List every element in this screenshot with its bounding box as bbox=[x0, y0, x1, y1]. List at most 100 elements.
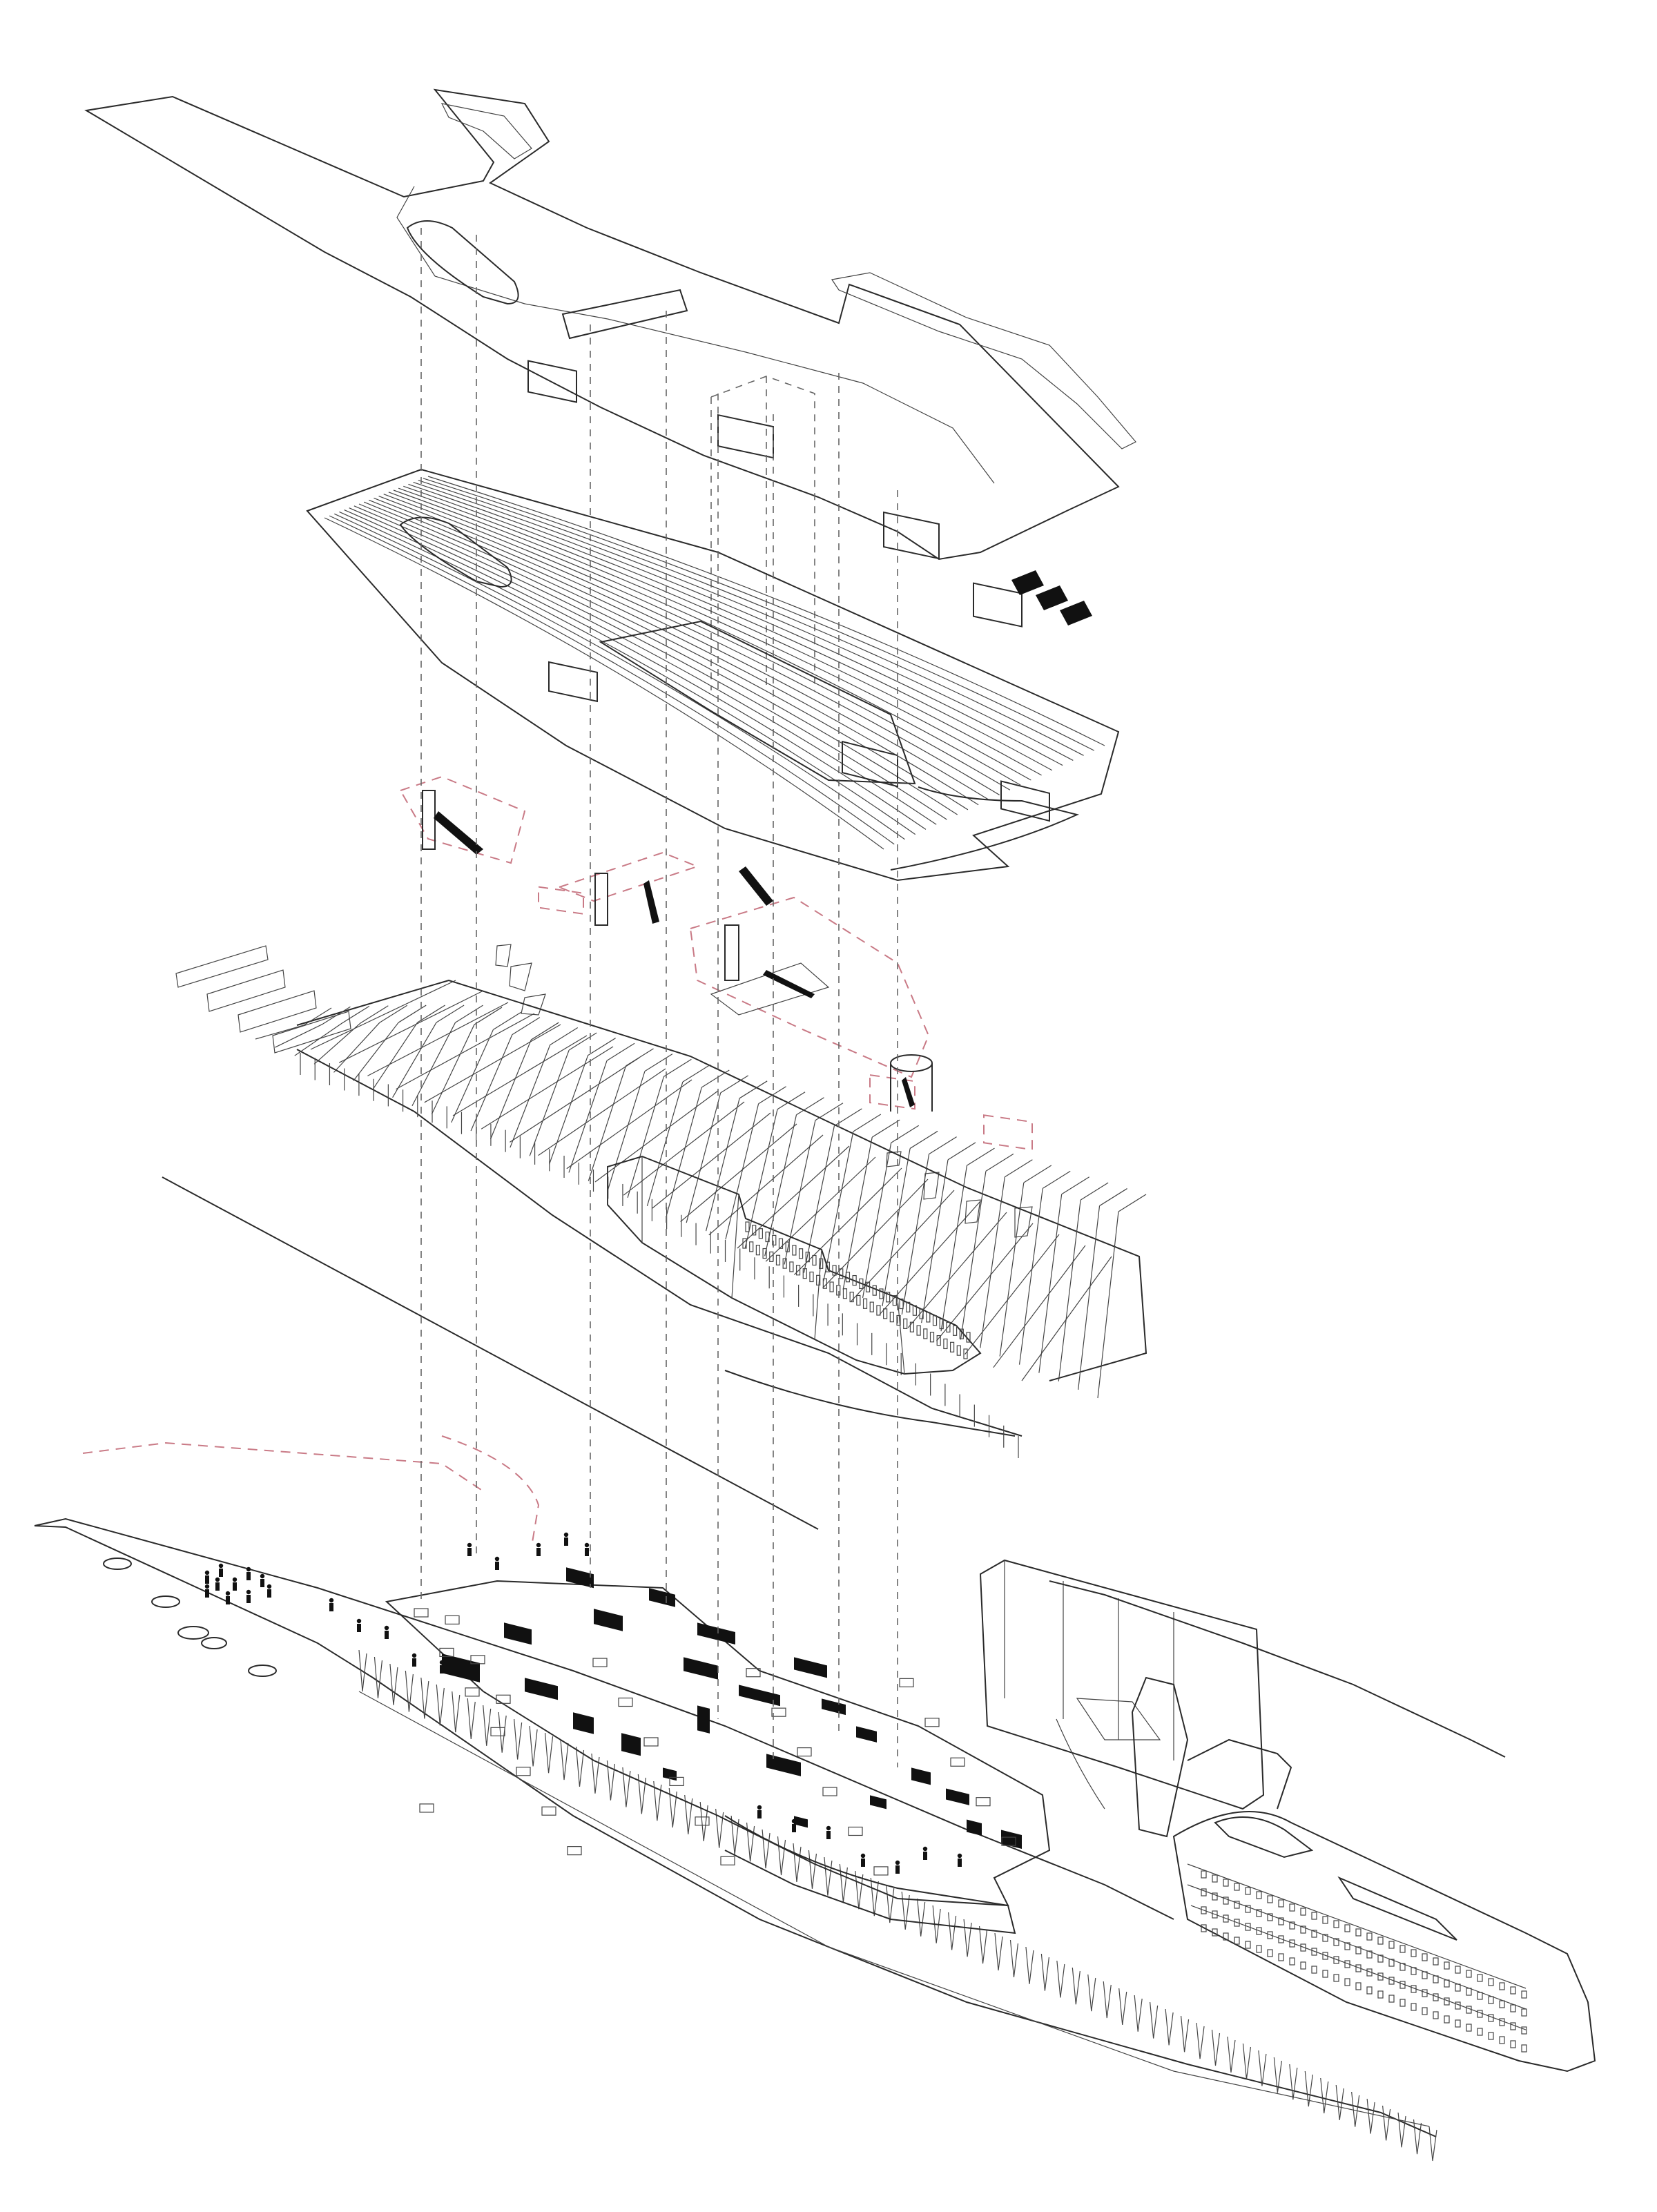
interior-block bbox=[794, 1657, 827, 1678]
frame-rib bbox=[490, 1022, 559, 1140]
interior-furniture bbox=[1001, 1836, 1016, 1846]
person-figure bbox=[246, 1589, 251, 1595]
frame-rib bbox=[725, 1086, 786, 1240]
ship-window bbox=[1399, 1945, 1406, 1953]
ship-window bbox=[1455, 1966, 1461, 1974]
frame-beam bbox=[708, 1134, 824, 1236]
building-window bbox=[956, 1345, 961, 1356]
ship-window bbox=[1510, 1986, 1516, 1995]
building-window bbox=[812, 1254, 817, 1266]
ship-window bbox=[1366, 1968, 1373, 1977]
ship-window bbox=[1212, 1892, 1218, 1901]
interior-block bbox=[766, 1754, 801, 1776]
interior-block bbox=[822, 1698, 846, 1716]
person-figure bbox=[494, 1556, 500, 1562]
person-figure bbox=[757, 1810, 762, 1818]
ship-window bbox=[1433, 1957, 1439, 1966]
frame-rib bbox=[901, 1136, 957, 1315]
slat-line bbox=[334, 513, 905, 840]
interior-furniture bbox=[592, 1658, 608, 1667]
person-figure bbox=[218, 1563, 224, 1569]
slat-line bbox=[363, 501, 969, 811]
building-window bbox=[899, 1298, 904, 1310]
person-figure bbox=[384, 1625, 389, 1631]
ship-window bbox=[1234, 1937, 1240, 1945]
ship-window bbox=[1212, 1874, 1218, 1883]
ship-window bbox=[1278, 1935, 1284, 1943]
ship-window bbox=[1256, 1945, 1262, 1953]
interior-furniture bbox=[669, 1776, 684, 1786]
slat-bow-edge bbox=[890, 786, 1080, 871]
building-window bbox=[946, 1321, 951, 1333]
frame-rib bbox=[411, 1005, 483, 1107]
ship-window bbox=[1234, 1901, 1240, 1909]
slat-opening-1 bbox=[548, 661, 598, 703]
ship-window bbox=[1300, 1908, 1306, 1916]
ship-window bbox=[1477, 2028, 1483, 2036]
building-window bbox=[742, 1238, 747, 1249]
ship-window bbox=[1499, 1982, 1505, 1990]
frame-rib bbox=[392, 1005, 465, 1098]
building-window bbox=[765, 1231, 770, 1243]
ship-window bbox=[1377, 1937, 1384, 1945]
building-window bbox=[856, 1294, 861, 1306]
person-figure bbox=[860, 1853, 866, 1859]
frame-beam bbox=[965, 1234, 1060, 1355]
ship-window bbox=[1212, 1928, 1218, 1937]
ship-window bbox=[1201, 1924, 1207, 1932]
person-figure bbox=[233, 1582, 237, 1591]
ship-window bbox=[1245, 1941, 1251, 1949]
ship-window bbox=[1366, 1950, 1373, 1959]
riverbank-long-line bbox=[162, 1176, 819, 1530]
frame-beam bbox=[652, 1112, 771, 1209]
quay-top-edge bbox=[34, 1517, 1174, 1920]
frame-beam bbox=[793, 1167, 902, 1275]
building-window bbox=[829, 1281, 834, 1292]
interior-furniture bbox=[976, 1797, 991, 1807]
ship-window bbox=[1366, 1986, 1373, 1995]
frame-beam bbox=[424, 1024, 561, 1103]
building-window bbox=[845, 1272, 851, 1283]
projection-lines bbox=[420, 228, 898, 1767]
layer-ground-plan bbox=[34, 1176, 1596, 2162]
building-window bbox=[785, 1241, 790, 1252]
frame-rib bbox=[646, 1064, 711, 1207]
frame-beam bbox=[993, 1245, 1086, 1368]
person-figure bbox=[219, 1569, 223, 1577]
ship-window bbox=[1267, 1931, 1273, 1939]
ship-window bbox=[1388, 1995, 1395, 2003]
ship-window bbox=[1466, 1970, 1472, 1978]
interior-block bbox=[684, 1657, 718, 1680]
core-outline-red-2 bbox=[538, 886, 584, 915]
interior-furniture bbox=[771, 1707, 786, 1717]
ship-window bbox=[1223, 1914, 1229, 1923]
building-window bbox=[929, 1332, 935, 1343]
frame-rib bbox=[255, 1007, 332, 1040]
person-figure bbox=[923, 1852, 927, 1860]
ship-window bbox=[1256, 1927, 1262, 1935]
central-building bbox=[607, 1155, 982, 1375]
person-figure bbox=[757, 1805, 762, 1810]
interior-furniture bbox=[899, 1678, 914, 1687]
building-window bbox=[869, 1301, 874, 1312]
frame-bottom-chord bbox=[296, 1049, 1023, 1437]
person-figure bbox=[357, 1624, 361, 1632]
frame-rib bbox=[842, 1119, 900, 1290]
frame-rib bbox=[686, 1075, 749, 1223]
stair-core-1 bbox=[422, 790, 483, 855]
slat-line bbox=[329, 515, 895, 845]
ship-window bbox=[1333, 1938, 1339, 1946]
person-figure bbox=[826, 1825, 831, 1831]
building-window bbox=[798, 1248, 804, 1259]
ship-window bbox=[1289, 1939, 1295, 1948]
ship-window bbox=[1455, 2001, 1461, 2010]
interior-block bbox=[967, 1819, 982, 1836]
interior-block bbox=[621, 1733, 641, 1756]
interior-furniture bbox=[695, 1816, 710, 1826]
ship-window bbox=[1245, 1923, 1251, 1931]
person-figure bbox=[958, 1859, 962, 1867]
frame-rib bbox=[999, 1165, 1052, 1357]
interior-furniture bbox=[496, 1694, 511, 1704]
ship-window bbox=[1256, 1909, 1262, 1917]
interior-block bbox=[697, 1705, 710, 1734]
